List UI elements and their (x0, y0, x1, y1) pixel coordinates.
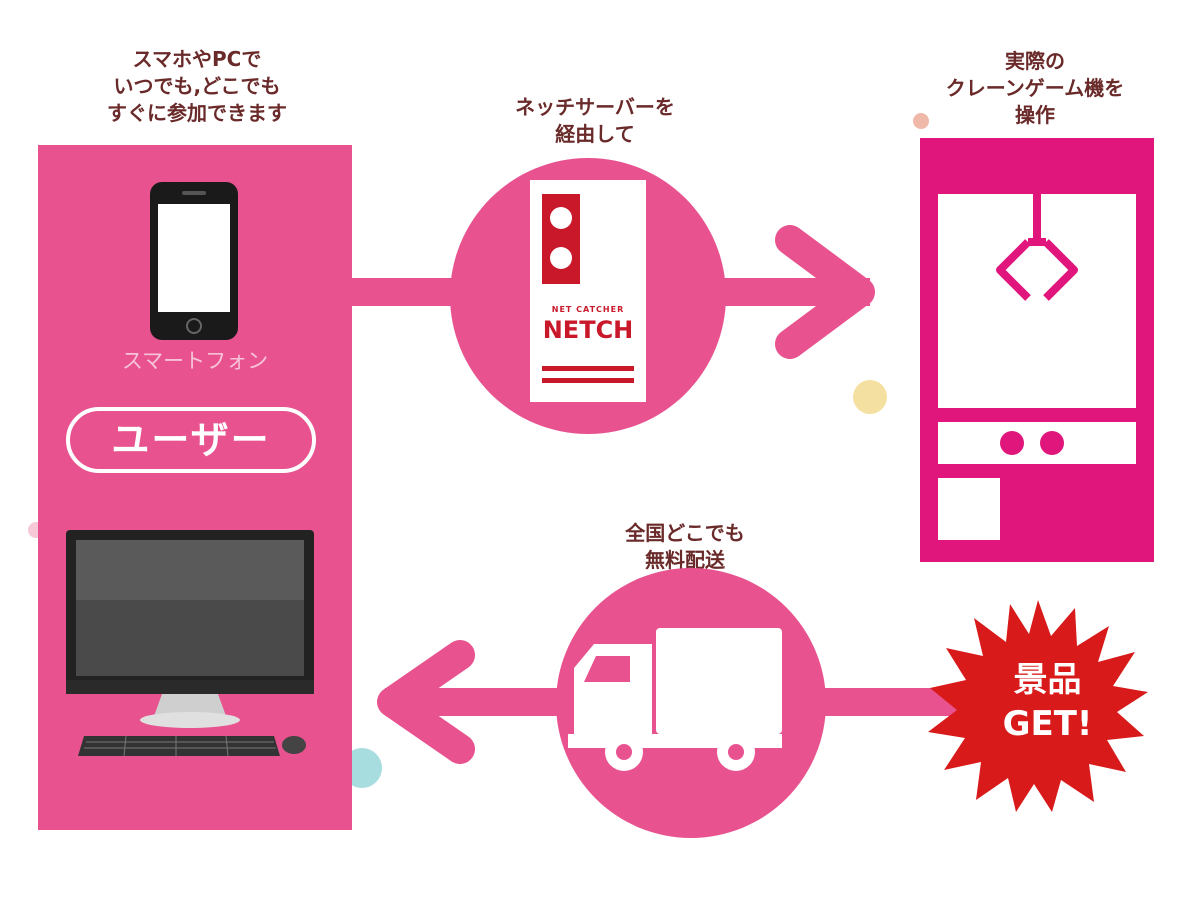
user-badge: ユーザー (66, 407, 316, 473)
claw-icon (996, 194, 1078, 301)
prize-label: 景品 GET! (1002, 660, 1093, 744)
smartphone-icon (150, 182, 238, 340)
smartphone-label: スマートフォン (121, 349, 269, 373)
desktop-pc-icon (66, 530, 314, 757)
server-icon (530, 180, 646, 402)
prize-burst-icon (928, 600, 1148, 812)
caption-user-access: スマホやPCで いつでも,どこでも すぐに参加できます (107, 47, 287, 125)
caption-delivery: 全国どこでも 無料配送 (625, 521, 745, 572)
truck-icon (568, 628, 782, 771)
caption-crane: 実際の クレーンゲーム機を 操作 (945, 49, 1125, 127)
caption-server: ネッチサーバーを 経由して (515, 95, 675, 146)
server-brand-name: NETCH (542, 316, 634, 344)
server-brand-sub: NET CATCHER (551, 305, 625, 314)
crane-game-icon (920, 138, 1154, 562)
